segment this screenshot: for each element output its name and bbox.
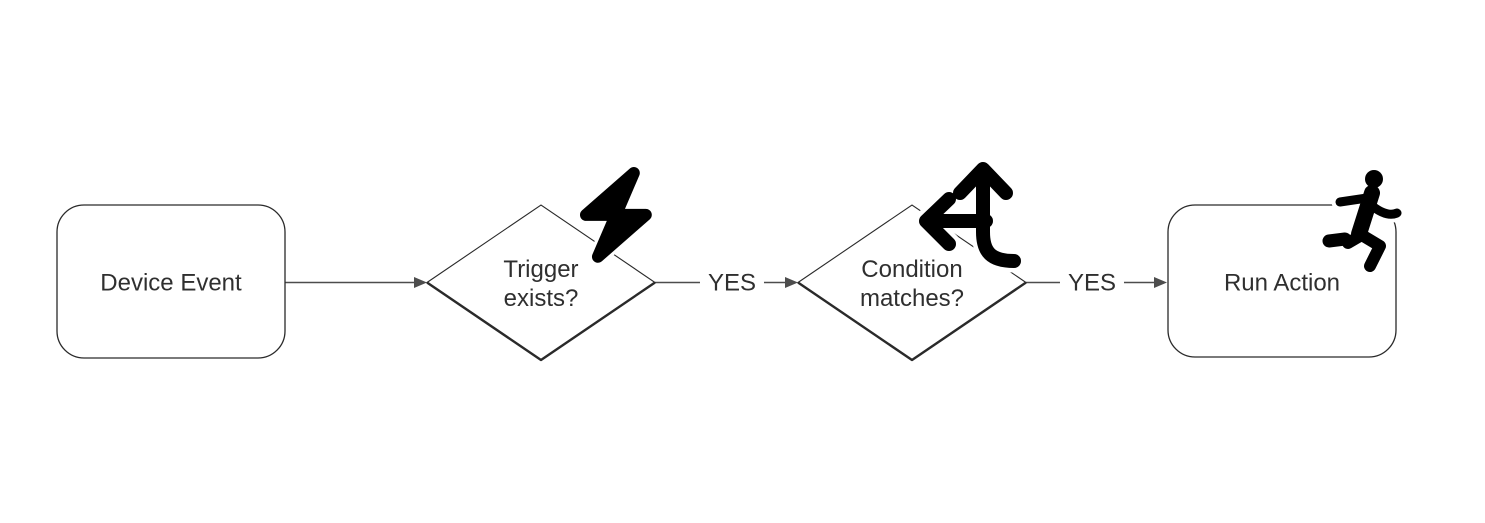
edge-label-yes-2: YES [1059, 268, 1125, 298]
node-device-event [56, 204, 286, 359]
diamond-bottom-edge [426, 281, 656, 362]
person-running-icon [1318, 167, 1406, 276]
runner-back-shoe [1322, 232, 1352, 248]
split-up-arrowhead [953, 162, 1013, 200]
diamond-bottom-edge [797, 281, 1027, 362]
node-label-condition-matches: Condition matches? [859, 256, 965, 312]
arrowhead-icon [414, 277, 427, 288]
node-label-run-action: Run Action [1223, 269, 1341, 297]
edge-label-yes-1: YES [699, 268, 765, 298]
arrowhead-icon [1154, 277, 1167, 288]
node-label-trigger-exists: Trigger exists? [503, 256, 579, 312]
split-stem [976, 170, 1021, 268]
lightning-bolt-icon [576, 163, 655, 266]
node-label-device-event: Device Event [100, 269, 242, 297]
arrowhead-icon [785, 277, 798, 288]
runner-front-arm [1366, 200, 1402, 219]
runner-head [1365, 170, 1383, 188]
runner-front-leg [1354, 228, 1386, 272]
runner-back-arm [1335, 193, 1372, 207]
edge-device-event-to-trigger [285, 277, 427, 288]
split-left-arrowhead [919, 192, 956, 251]
node-condition-matches [797, 204, 1027, 362]
split-arrows-icon [914, 157, 1026, 273]
